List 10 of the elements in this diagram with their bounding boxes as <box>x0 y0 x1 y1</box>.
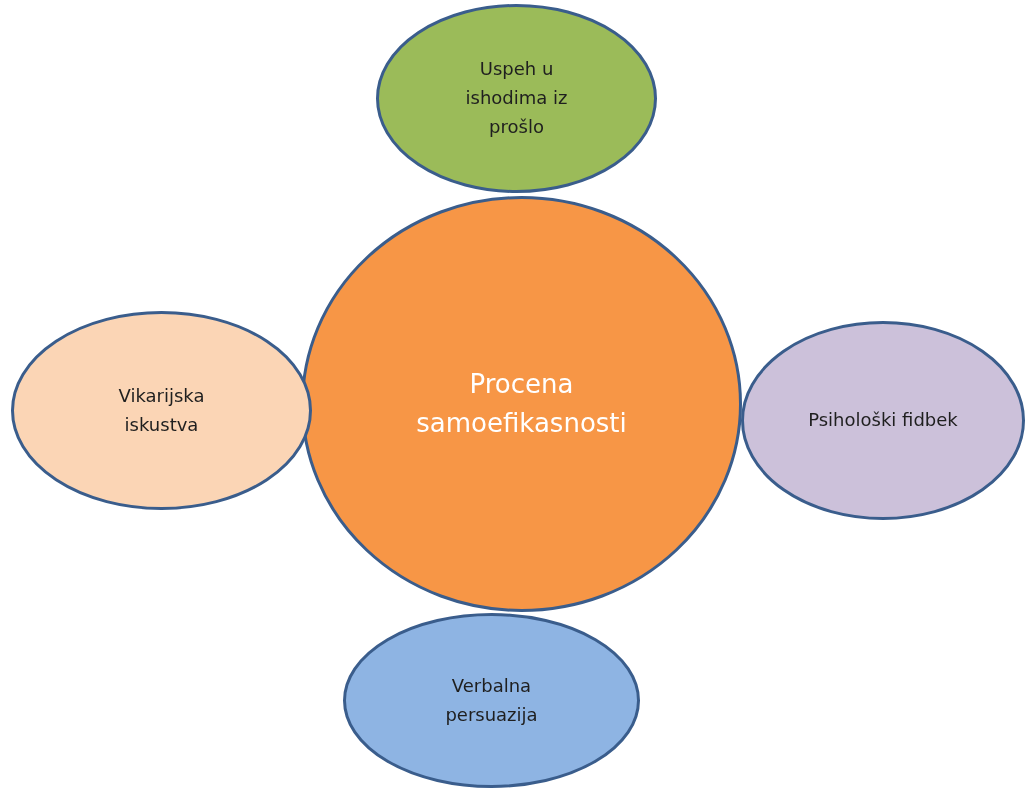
node-label: Uspeh u ishodima iz prošlo <box>464 57 569 139</box>
node-label: Psihološki fidbek <box>808 408 958 433</box>
ellipse-node <box>11 311 312 510</box>
ellipse-node <box>741 321 1025 520</box>
node-label: Procena samoefikasnosti <box>415 368 628 440</box>
node-label: Verbalna persuazija <box>444 673 539 727</box>
node-label: Vikarijska iskustva <box>117 383 206 437</box>
ellipse-node <box>376 4 657 193</box>
central-circle <box>301 196 742 612</box>
ellipse-node <box>343 613 640 788</box>
